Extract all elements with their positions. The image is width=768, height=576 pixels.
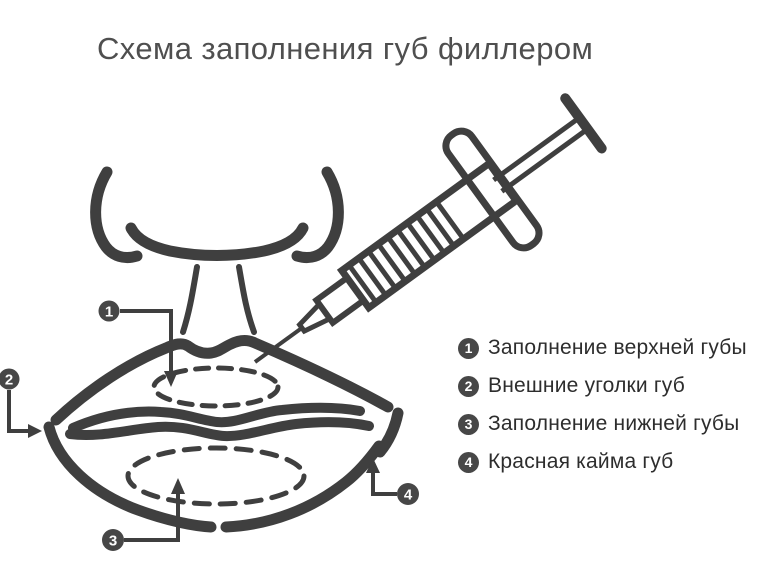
marker2-leader	[7, 390, 28, 433]
callout-leaders	[7, 309, 397, 542]
marker-4-badge: 4	[397, 483, 419, 505]
legend-label-1: Заполнение верхней губы	[488, 336, 747, 359]
legend-badge-4: 4	[458, 451, 479, 473]
legend-item-upper-lip: 1 Заполнение верхней губы	[458, 336, 758, 360]
nose-left-ala	[90, 166, 143, 264]
legend-badge-2: 2	[458, 375, 479, 397]
marker1-arrowhead-icon	[164, 371, 178, 387]
marker-1-badge: 1	[98, 300, 120, 322]
legend-item-lip-corners: 2 Внешние уголки губ	[458, 374, 758, 398]
marker4-arrowhead-icon	[366, 458, 380, 473]
marker4-leader	[371, 473, 397, 496]
syringe-thumb-rest	[560, 93, 607, 154]
upper-lip-bottom-edge	[68, 402, 365, 433]
lower-lip-outline-right	[220, 440, 385, 533]
marker-3-badge: 3	[102, 529, 124, 551]
marker-4-number: 4	[404, 487, 413, 504]
syringe-graduations	[347, 200, 466, 304]
diagram-markers: 1 2 3 4	[0, 300, 419, 551]
marker3-arrowhead-icon	[171, 478, 185, 494]
legend-label-3: Заполнение нижней губы	[488, 412, 740, 435]
philtrum-right-line	[236, 264, 257, 335]
marker2-arrowhead-icon	[28, 424, 42, 438]
marker3-leader	[124, 494, 180, 542]
upper-lip-fill-zone	[151, 365, 281, 409]
syringe-finger-flange	[442, 127, 543, 252]
syringe-needle	[253, 325, 305, 364]
marker-2-badge: 2	[0, 368, 20, 390]
legend-label-4: Красная кайма губ	[488, 450, 674, 473]
legend-label-2: Внешние уголки губ	[488, 374, 685, 397]
syringe-hub	[312, 273, 368, 327]
legend-item-vermilion-border: 4 Красная кайма губ	[458, 450, 758, 474]
syringe-icon	[253, 93, 607, 364]
marker-2-number: 2	[5, 372, 13, 389]
legend-item-lower-lip: 3 Заполнение нижней губы	[458, 412, 758, 436]
lower-lip-fill-zone	[125, 445, 307, 507]
upper-lip-outline	[50, 335, 394, 426]
legend: 1 Заполнение верхней губы 2 Внешние угол…	[458, 336, 758, 488]
mouth-opening-line	[65, 417, 374, 442]
syringe-plunger-rod-bottom	[500, 128, 588, 194]
nose-right-ala	[291, 166, 344, 264]
marker-1-number: 1	[105, 304, 113, 321]
right-lip-corner-stroke	[374, 407, 404, 458]
legend-badge-1: 1	[458, 337, 479, 359]
nose-base	[125, 222, 309, 261]
lower-lip-outline-left	[43, 421, 217, 533]
marker1-leader	[120, 309, 173, 372]
marker-3-number: 3	[109, 533, 117, 550]
lips-icon	[43, 335, 404, 533]
syringe-plunger-rod-top	[492, 116, 580, 183]
legend-badge-3: 3	[458, 413, 479, 435]
nose-icon	[90, 166, 344, 335]
philtrum-left-line	[180, 264, 200, 335]
page-title: Схема заполнения губ филлером	[97, 31, 594, 66]
